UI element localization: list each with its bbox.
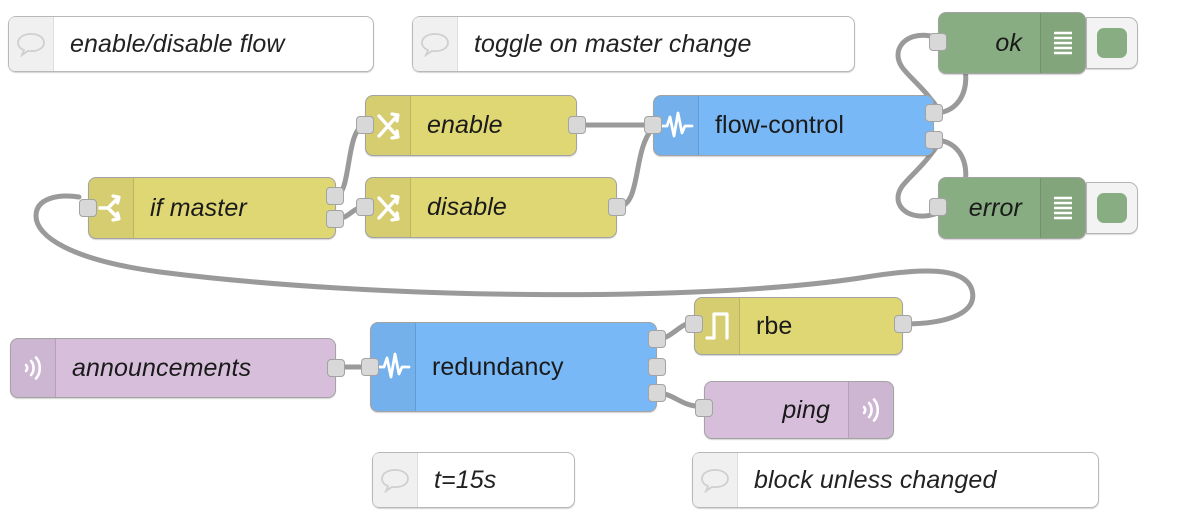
comment-text: t=15s <box>434 465 497 494</box>
port-disable-output[interactable] <box>608 198 626 216</box>
port-rbe-input[interactable] <box>685 315 703 333</box>
comment-node-block-unless-changed[interactable]: block unless changed <box>692 452 1099 508</box>
node-label: flow-control <box>715 111 845 139</box>
node-enable[interactable]: enable <box>365 95 577 156</box>
node-ping[interactable]: ping <box>704 381 894 439</box>
wire-disable-flowcontrol <box>614 125 656 210</box>
node-label: ok <box>995 28 1022 57</box>
node-label: announcements <box>72 353 252 382</box>
port-if-master-output-2[interactable] <box>326 210 344 228</box>
port-flow-control-output-2[interactable] <box>925 131 943 149</box>
node-debug-ok[interactable]: ok <box>938 12 1086 74</box>
port-redundancy-output-3[interactable] <box>648 384 666 402</box>
node-label: if master <box>150 193 247 222</box>
port-ping-input[interactable] <box>695 399 713 417</box>
port-redundancy-output-1[interactable] <box>648 330 666 348</box>
node-label: enable <box>427 111 503 139</box>
node-redundancy[interactable]: redundancy <box>370 322 657 412</box>
port-if-master-input[interactable] <box>79 199 97 217</box>
port-rbe-output[interactable] <box>894 315 912 333</box>
port-debug-ok-input[interactable] <box>929 33 947 51</box>
debug-error-toggle-knob <box>1097 193 1127 223</box>
debug-ok-toggle-button[interactable] <box>1086 17 1138 69</box>
node-label: disable <box>427 193 507 221</box>
node-disable[interactable]: disable <box>365 177 617 238</box>
port-announcements-output[interactable] <box>327 359 345 377</box>
node-announcements[interactable]: announcements <box>10 338 336 398</box>
debug-error-toggle-button[interactable] <box>1086 182 1138 234</box>
comment-text: enable/disable flow <box>70 29 285 58</box>
debug-ok-toggle-knob <box>1097 28 1127 58</box>
debug-lines-icon <box>1040 178 1085 238</box>
comment-bubble-icon <box>413 17 458 71</box>
debug-lines-icon <box>1040 13 1085 73</box>
node-label: rbe <box>756 311 793 340</box>
wire-ifmaster-enable <box>332 122 368 199</box>
node-label: ping <box>782 395 830 424</box>
comment-text: block unless changed <box>754 465 997 494</box>
port-enable-input[interactable] <box>356 116 374 134</box>
node-label: error <box>968 193 1022 222</box>
node-flow-control[interactable]: flow-control <box>653 95 934 156</box>
node-label: redundancy <box>432 352 564 381</box>
comment-bubble-icon <box>373 453 418 507</box>
port-disable-input[interactable] <box>356 198 374 216</box>
port-redundancy-input[interactable] <box>361 358 379 376</box>
port-enable-output[interactable] <box>568 116 586 134</box>
port-if-master-output-1[interactable] <box>326 187 344 205</box>
node-if-master[interactable]: if master <box>88 177 336 239</box>
port-debug-error-input[interactable] <box>929 198 947 216</box>
port-redundancy-output-2[interactable] <box>648 358 666 376</box>
broadcast-icon <box>11 339 56 397</box>
comment-node-t-15s[interactable]: t=15s <box>372 452 575 508</box>
comment-node-toggle-on-master-change[interactable]: toggle on master change <box>412 16 855 72</box>
node-rbe[interactable]: rbe <box>694 297 903 355</box>
broadcast-icon <box>848 382 893 438</box>
port-flow-control-output-1[interactable] <box>925 104 943 122</box>
comment-bubble-icon <box>693 453 738 507</box>
port-flow-control-input[interactable] <box>644 116 662 134</box>
node-debug-error[interactable]: error <box>938 177 1086 239</box>
comment-bubble-icon <box>9 17 54 71</box>
comment-node-enable-disable-flow[interactable]: enable/disable flow <box>8 16 374 72</box>
comment-text: toggle on master change <box>474 29 752 58</box>
